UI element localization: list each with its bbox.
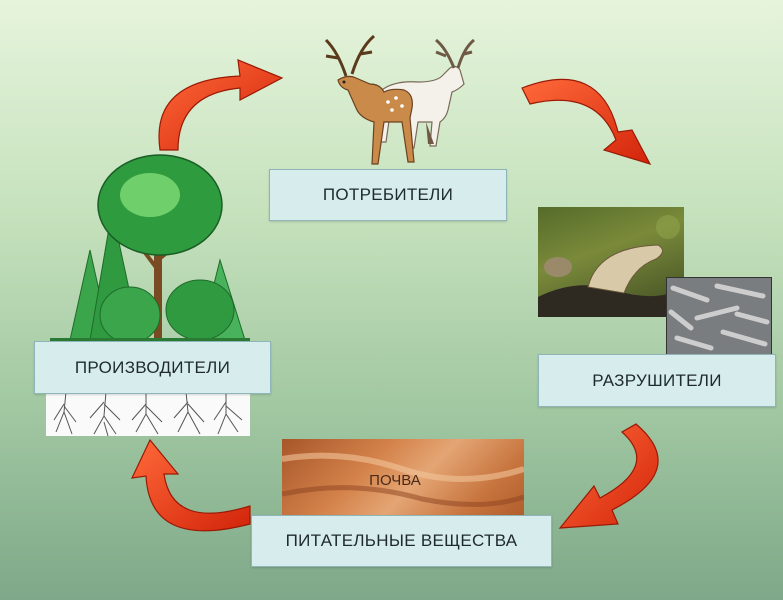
roots-illustration xyxy=(46,392,250,436)
cycle-arrow xyxy=(158,59,284,151)
consumers-label: ПОТРЕБИТЕЛИ xyxy=(269,169,507,221)
producers-label: ПРОИЗВОДИТЕЛИ xyxy=(34,341,271,394)
nutrients-label: ПИТАТЕЛЬНЫЕ ВЕЩЕСТВА xyxy=(251,515,552,567)
deer-illustration xyxy=(318,18,478,168)
forest-illustration xyxy=(50,150,250,345)
mushroom-photo xyxy=(538,207,684,317)
soil-label: ПОЧВА xyxy=(369,472,421,489)
decomposers-label: РАЗРУШИТЕЛИ xyxy=(538,354,776,407)
cycle-arrow xyxy=(130,438,251,532)
cycle-arrow xyxy=(558,423,659,529)
bacteria-photo xyxy=(666,277,772,357)
soil-photo xyxy=(282,439,524,519)
cycle-arrow xyxy=(521,78,652,165)
